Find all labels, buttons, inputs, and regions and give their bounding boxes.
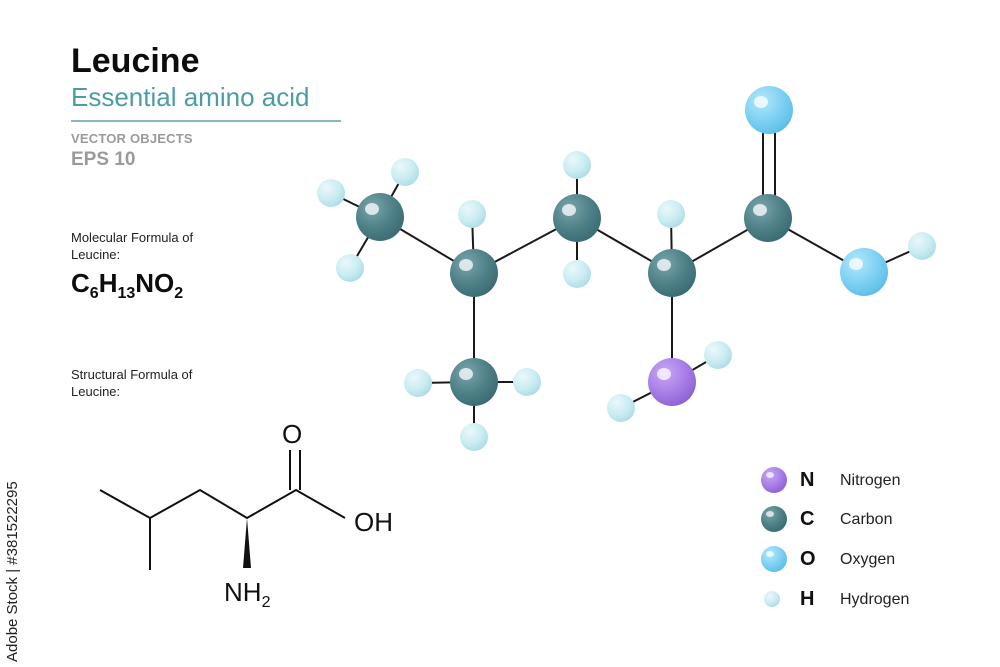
legend-symbol: O	[800, 548, 816, 570]
hydrogen-atom	[458, 200, 486, 228]
legend-symbol: N	[800, 469, 815, 491]
hydrogen-atom	[563, 151, 591, 179]
legend-label: Oxygen	[840, 551, 896, 568]
hydrogen-atom	[908, 232, 936, 260]
hydrogen-atom	[563, 260, 591, 288]
vector-objects-label: VECTOR OBJECTS	[71, 131, 193, 146]
formula-subscript: 2	[174, 285, 184, 302]
hydrogen-atom	[391, 158, 419, 186]
molecular-formula: C6H13NO2	[71, 268, 183, 303]
stock-watermark: Adobe Stock | #381522295	[4, 481, 21, 662]
molecular-formula-caption: Molecular Formula of Leucine:	[71, 229, 231, 263]
legend-item-carbon: C Carbon	[760, 504, 960, 534]
skeletal-chain	[99, 488, 346, 520]
carbon-atom	[450, 358, 498, 406]
legend-symbol: C	[800, 508, 815, 530]
carbon-atom	[744, 194, 792, 242]
carbon-atom	[450, 249, 498, 297]
hydrogen-atom	[336, 254, 364, 282]
oxygen-atom	[840, 248, 888, 296]
eps-label: EPS 10	[71, 149, 136, 170]
oxygen-atom	[745, 86, 793, 134]
structural-formula-caption: Structural Formula of Leucine:	[71, 366, 231, 400]
skeletal-formula	[99, 450, 346, 570]
caption-line: Leucine:	[71, 384, 121, 399]
hydrogen-atom	[704, 341, 732, 369]
formula-subscript: 13	[117, 285, 136, 302]
caption-line: Molecular Formula of	[71, 230, 194, 245]
hydrogen-atom-icon	[764, 591, 780, 607]
formula-subscript: 6	[89, 285, 99, 302]
skeletal-amine-label: NH2	[224, 577, 270, 612]
formula-part: NO	[135, 268, 175, 298]
legend-label: Hydrogen	[840, 591, 910, 608]
amine-subscript: 2	[261, 594, 271, 612]
oxygen-atom-icon	[761, 546, 787, 572]
title-divider	[71, 120, 341, 122]
hydrogen-atom	[513, 368, 541, 396]
hydrogen-atom	[607, 394, 635, 422]
legend-item-oxygen: O Oxygen	[760, 544, 960, 574]
carbon-atom-icon	[761, 506, 787, 532]
atom-highlights	[365, 96, 863, 380]
carbon-atom	[553, 194, 601, 242]
carbon-atom	[648, 249, 696, 297]
caption-line: Leucine:	[71, 247, 121, 262]
hydrogen-atom	[404, 369, 432, 397]
legend-symbol: H	[800, 588, 815, 610]
hydrogen-atom	[460, 423, 488, 451]
hydrogen-atoms	[317, 151, 936, 451]
nitrogen-atom	[648, 358, 696, 406]
hydrogen-atom	[657, 200, 685, 228]
legend-item-hydrogen: H Hydrogen	[760, 584, 960, 614]
wedge-bond	[243, 518, 251, 568]
legend-item-nitrogen: N Nitrogen	[760, 465, 960, 495]
amine-text: NH	[224, 577, 262, 607]
formula-part: C	[71, 268, 90, 298]
page-title: Leucine	[71, 42, 200, 80]
skeletal-oxygen-label: O	[282, 419, 303, 449]
formula-part: H	[98, 268, 118, 298]
caption-line: Structural Formula of	[71, 367, 193, 382]
nitrogen-atom-icon	[761, 467, 787, 493]
skeletal-hydroxyl-label: OH	[354, 507, 393, 537]
legend-label: Nitrogen	[840, 472, 901, 489]
page-subtitle: Essential amino acid	[71, 82, 310, 112]
carbon-atom	[356, 193, 404, 241]
hydrogen-atom	[317, 179, 345, 207]
legend-label: Carbon	[840, 511, 893, 528]
